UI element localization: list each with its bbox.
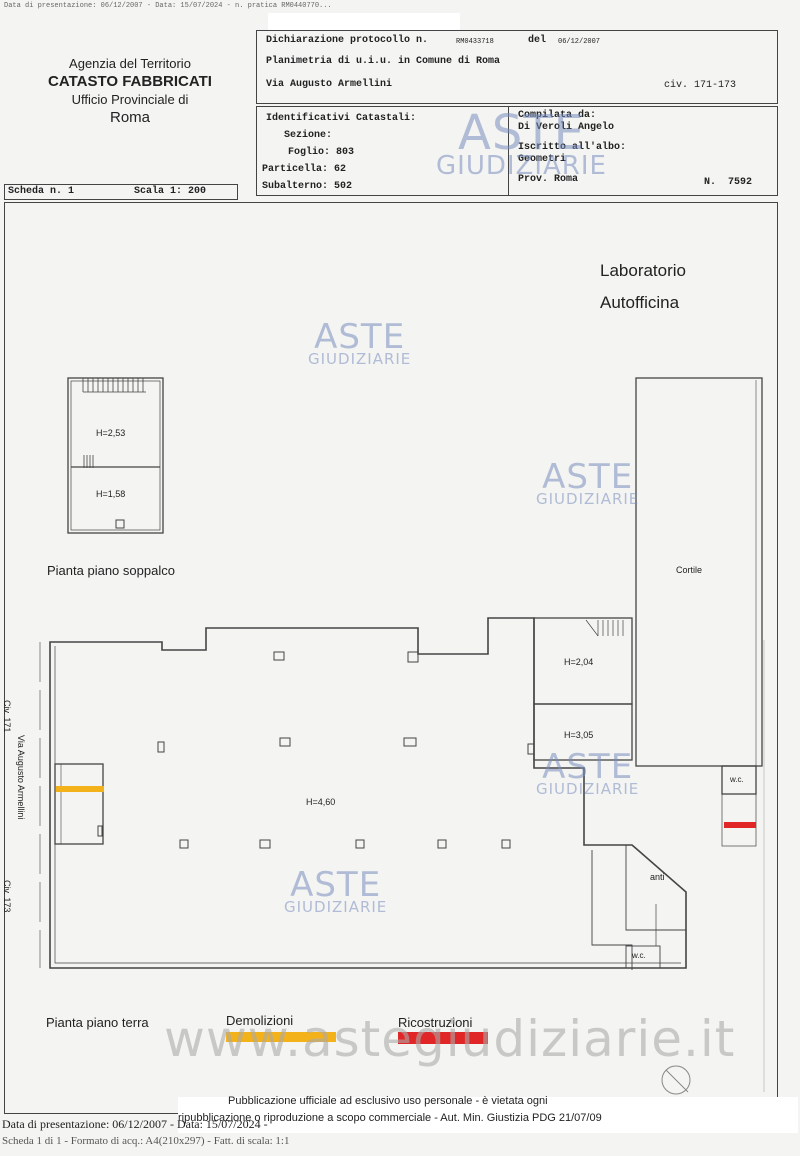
identifiers-divider [508, 106, 509, 196]
wc-lower [625, 945, 661, 969]
scala-label: Scala 1: 200 [134, 186, 207, 197]
agency-header: Agenzia del Territorio CATASTO FABBRICAT… [30, 56, 230, 126]
entrance-alcove [54, 763, 104, 845]
subalterno-value: Subalterno: 502 [262, 181, 353, 192]
corridor [721, 793, 757, 847]
catastal-ids: Identificativi Catastali: Sezione: Fogli… [262, 110, 417, 195]
ground-stairs [585, 619, 624, 637]
label-h204: H=2,04 [564, 657, 594, 667]
courtyard-outline [635, 377, 763, 767]
compilata-label: Compilata da: [518, 110, 597, 121]
legend-demolition-label: Demolizioni [226, 1013, 294, 1028]
wm-aste: ASTE [542, 457, 634, 497]
alcove-detail [54, 763, 62, 845]
identifiers-box [256, 106, 778, 196]
compilata-name: Di Veroli Angelo [518, 122, 615, 133]
wm-aste: ASTE [542, 747, 634, 787]
wm-aste: ASTE [314, 317, 406, 357]
albo-number: N. 7592 [704, 177, 752, 188]
legend-reconstruction-bar [398, 1032, 488, 1044]
dichiarazione-number: RM0433718 [456, 38, 494, 46]
pillars [97, 651, 535, 849]
mezzanine-stair-side [83, 455, 94, 468]
footer-notice-line2: ripubblicazione o riproduzione a scopo c… [178, 1112, 602, 1124]
label-anti: anti [650, 872, 665, 882]
wm-giudiziarie: GIUDIZIARIE [436, 151, 607, 182]
label-wc-lower: w.c. [632, 951, 646, 960]
mezzanine-outline [67, 377, 164, 534]
albo-value: Geometri [518, 154, 567, 165]
wm-aste: ASTE [290, 865, 382, 905]
label-mezzanine-plan: Pianta piano soppalco [47, 563, 175, 578]
dichiarazione-label: Dichiarazione protocollo n. [266, 35, 429, 46]
label-h158: H=1,58 [96, 489, 126, 499]
mezzanine-stair-top [82, 378, 146, 393]
wm-giudiziarie: GIUDIZIARIE [284, 897, 388, 916]
mezzanine-pillar [115, 519, 125, 529]
planimetria-line: Planimetria di u.i.u. in Comune di Roma [266, 56, 501, 67]
civic-numbers: civ. 171-173 [664, 80, 737, 91]
wm-giudiziarie: GIUDIZIARIE [536, 489, 640, 508]
n-label: N. [704, 177, 717, 188]
n-value: 7592 [728, 177, 753, 188]
legend-demolition-bar [226, 1032, 336, 1042]
demolition-mark [56, 786, 104, 792]
del-label: del [528, 35, 547, 46]
use-title-line2: Autofficina [600, 293, 680, 312]
wm-giudiziarie: GIUDIZIARIE [536, 779, 640, 798]
ufficio-city: Roma [109, 109, 150, 126]
iscritto-label: Iscritto all'albo: [518, 142, 627, 153]
ufficio-label: Ufficio Provinciale di [71, 92, 189, 107]
particella-value: Particella: 62 [262, 164, 347, 175]
use-title: Laboratorio Autofficina [600, 255, 686, 319]
label-wc-upper: w.c. [730, 775, 744, 784]
footer-presentation: Data di presentazione: 06/12/2007 - Data… [2, 1117, 268, 1131]
footer-notice-line1: Pubblicazione ufficiale ad esclusivo uso… [228, 1095, 548, 1107]
wm-aste: ASTE [458, 105, 585, 161]
catasto-title: CATASTO FABBRICATI [48, 73, 212, 90]
label-h305: H=3,05 [564, 730, 594, 740]
address-line: Via Augusto Armellini [266, 79, 393, 90]
stamp-strike [665, 1069, 689, 1093]
use-title-line1: Laboratorio [600, 261, 687, 280]
label-civ173: Civ. 173 [2, 880, 12, 913]
scheda-label: Scheda n. 1 [8, 186, 75, 197]
watermark-site: www.astegiudiziarie.it [164, 1010, 736, 1068]
scheda-box [4, 184, 238, 200]
legend-reconstruction-label: Ricostruzioni [398, 1015, 473, 1030]
compiler-info: Compilata da: Di Veroli Angelo Iscritto … [518, 110, 626, 186]
anti-room-partition [625, 845, 686, 931]
ground-floor-inner-wall [54, 646, 681, 964]
del-date: 06/12/2007 [558, 38, 601, 46]
label-civ171: Civ. 171 [2, 700, 12, 733]
ident-label: Identificativi Catastali: [266, 113, 417, 124]
mezzanine-inner-wall [70, 380, 161, 531]
label-h460: H=4,60 [306, 797, 336, 807]
label-ground-plan: Pianta piano terra [46, 1015, 149, 1030]
agency-name: Agenzia del Territorio [69, 56, 191, 71]
prov-value: Prov. Roma [518, 174, 579, 185]
foglio-value: Foglio: 803 [288, 147, 355, 158]
stamp-circle [661, 1065, 691, 1095]
sezione-label: Sezione: [284, 130, 333, 141]
anti-room-wall [591, 850, 633, 970]
wm-giudiziarie: GIUDIZIARIE [308, 349, 412, 368]
label-h253: H=2,53 [96, 428, 126, 438]
top-stamp: Data di presentazione: 06/12/2007 - Data… [4, 2, 332, 10]
redaction-block [268, 13, 460, 30]
ground-floor-outline [49, 617, 687, 969]
footer-scheda: Scheda 1 di 1 - Formato di acq.: A4(210x… [2, 1135, 290, 1147]
reconstruction-mark [724, 822, 756, 828]
label-street-side: Via Augusto Armellini [16, 735, 26, 820]
footer-notice-bg [178, 1097, 798, 1133]
declaration-box [256, 30, 778, 104]
label-courtyard: Cortile [676, 565, 703, 575]
